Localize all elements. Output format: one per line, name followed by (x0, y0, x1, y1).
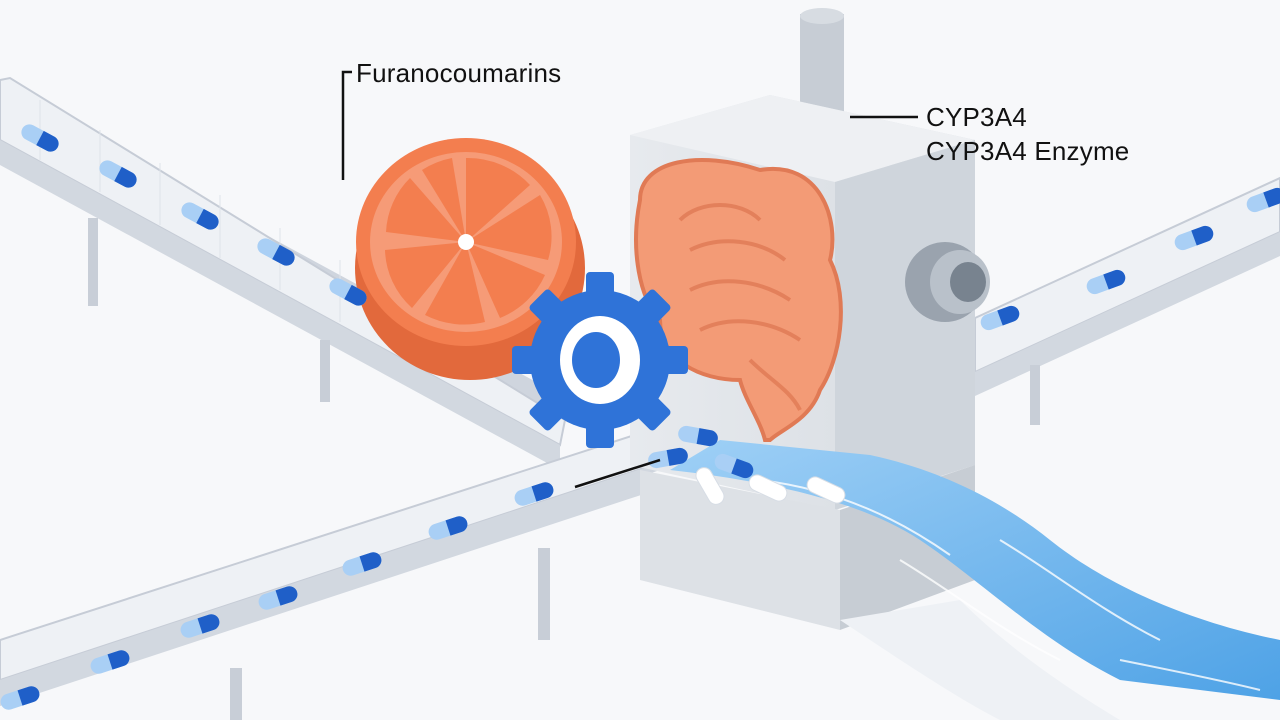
leader-lines (341, 70, 918, 489)
cyp3a4-enzyme-label: CYP3A4 Enzyme (926, 136, 1130, 166)
lower-conveyor-belt (0, 428, 660, 720)
furanocoumarins-label: Furanocoumarins (356, 58, 562, 88)
gear-icon (512, 272, 688, 448)
water-channel (670, 440, 1280, 720)
cyp3a4-label: CYP3A4 (926, 102, 1027, 132)
grapefruit-slice-icon (355, 138, 585, 380)
